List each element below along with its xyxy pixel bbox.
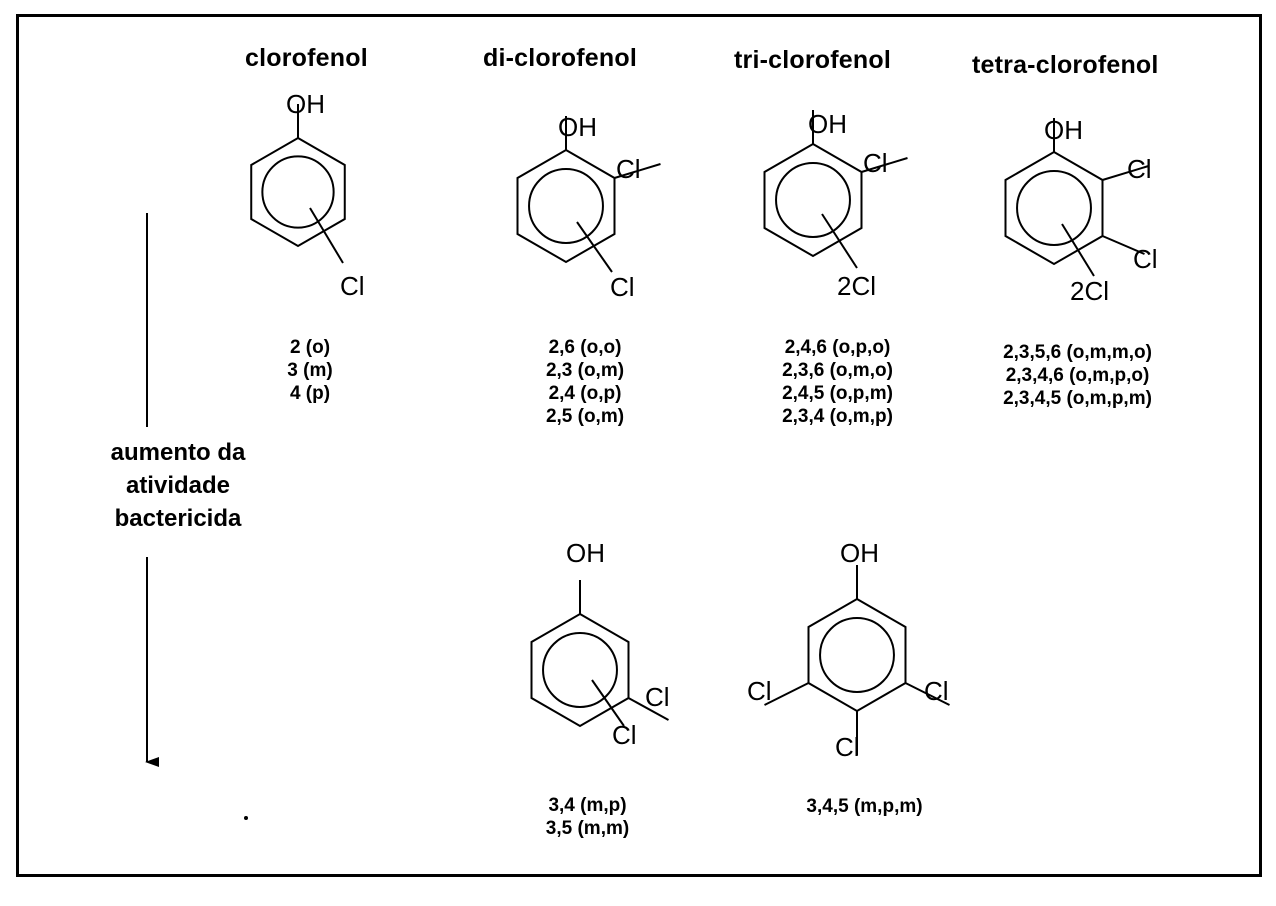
hydroxyl-label: OH bbox=[808, 109, 847, 139]
chlorine-label: Cl bbox=[616, 154, 641, 184]
title-tri-clorofenol: tri-clorofenol bbox=[734, 46, 891, 74]
benzene-ring bbox=[1004, 150, 1104, 266]
aromatic-circle bbox=[261, 155, 335, 229]
chlorine-label: Cl bbox=[610, 272, 635, 302]
chlorine-label: 2Cl bbox=[837, 271, 876, 301]
aromatic-circle bbox=[819, 617, 895, 693]
position-item: 2,3,6 (o,m,o) bbox=[782, 360, 893, 381]
position-item: 2,6 (o,o) bbox=[548, 337, 622, 358]
position-item: 2 (o) bbox=[289, 337, 331, 358]
position-list-tetra: 2,3,5,6 (o,m,m,o) 2,3,4,6 (o,m,p,o) 2,3,… bbox=[970, 341, 1185, 410]
aromatic-circle bbox=[542, 632, 618, 708]
hydroxyl-label: OH bbox=[286, 89, 325, 119]
position-item: 2,4,5 (o,p,m) bbox=[782, 383, 893, 404]
benzene-ring bbox=[807, 597, 907, 713]
benzene-ring bbox=[250, 136, 346, 248]
position-list-mono: 2 (o) 3 (m) 4 (p) bbox=[265, 336, 355, 405]
chlorine-label: Cl bbox=[1133, 244, 1158, 274]
position-item: 2,3 (o,m) bbox=[545, 360, 625, 381]
stray-dot bbox=[244, 816, 248, 820]
molecule-trichlorophenol: OH Cl 2Cl bbox=[763, 109, 908, 301]
activity-increase-label: aumento da atividade bactericida bbox=[110, 439, 246, 532]
benzene-ring bbox=[763, 142, 863, 258]
position-item: 3 (m) bbox=[287, 360, 333, 381]
position-item: 2,3,4,6 (o,m,p,o) bbox=[1005, 365, 1150, 386]
position-item: 2,4,6 (o,p,o) bbox=[784, 337, 891, 358]
position-item: 2,5 (o,m) bbox=[545, 406, 625, 427]
aromatic-circle bbox=[775, 162, 851, 238]
chlorine-label: 2Cl bbox=[1070, 276, 1109, 306]
title-tetra-clorofenol: tetra-clorofenol bbox=[972, 51, 1159, 79]
aromatic-circle bbox=[1016, 170, 1092, 246]
position-list-di: 2,6 (o,o) 2,3 (o,m) 2,4 (o,p) 2,5 (o,m) bbox=[510, 336, 660, 428]
position-item: 4 (p) bbox=[289, 383, 331, 404]
position-item: 3,4,5 (m,p,m) bbox=[806, 796, 923, 817]
benzene-ring bbox=[530, 612, 630, 728]
chlorine-label: Cl bbox=[612, 720, 637, 750]
title-di-clorofenol: di-clorofenol bbox=[483, 44, 637, 72]
chlorine-label: Cl bbox=[835, 732, 860, 762]
chlorine-label: Cl bbox=[747, 676, 772, 706]
title-clorofenol: clorofenol bbox=[245, 44, 368, 72]
hydroxyl-label: OH bbox=[840, 538, 879, 568]
benzene-ring bbox=[516, 148, 616, 264]
chlorine-label: Cl bbox=[863, 148, 888, 178]
position-list-di-extra: 3,4 (m,p) 3,5 (m,m) bbox=[520, 794, 655, 840]
chlorine-label: Cl bbox=[924, 676, 949, 706]
diagram-frame bbox=[16, 14, 1262, 877]
molecule-chlorophenol: OH Cl bbox=[250, 89, 365, 301]
position-list-tri-extra: 3,4,5 (m,p,m) bbox=[777, 795, 952, 818]
position-item: 2,4 (o,p) bbox=[548, 383, 622, 404]
hydroxyl-label: OH bbox=[566, 538, 605, 568]
position-item: 2,3,4,5 (o,m,p,m) bbox=[1003, 388, 1152, 409]
position-item: 2,3,4 (o,m,p) bbox=[782, 406, 893, 427]
hydroxyl-label: OH bbox=[1044, 115, 1083, 145]
aromatic-circle bbox=[528, 168, 604, 244]
position-item: 2,3,5,6 (o,m,m,o) bbox=[1003, 342, 1152, 363]
position-item: 3,4 (m,p) bbox=[548, 795, 627, 816]
chlorine-label: Cl bbox=[1127, 154, 1152, 184]
hydroxyl-label: OH bbox=[558, 112, 597, 142]
chlorine-label: Cl bbox=[340, 271, 365, 301]
position-list-tri: 2,4,6 (o,p,o) 2,3,6 (o,m,o) 2,4,5 (o,p,m… bbox=[750, 336, 925, 428]
position-item: 3,5 (m,m) bbox=[545, 818, 630, 839]
chlorine-label: Cl bbox=[645, 682, 670, 712]
